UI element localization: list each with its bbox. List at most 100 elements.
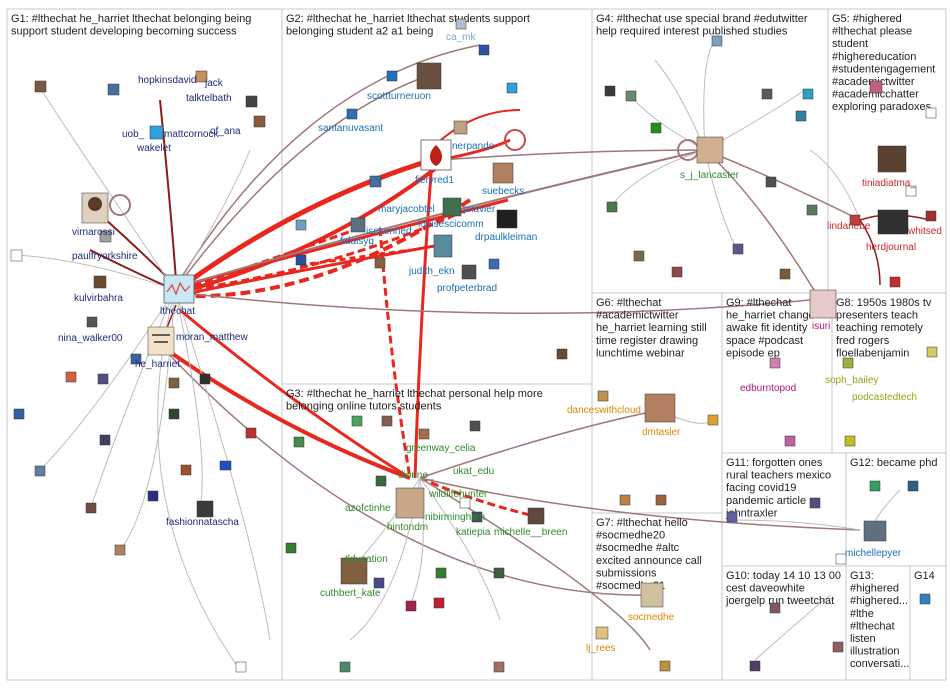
avatar-node[interactable] [784,435,796,447]
avatar-node[interactable] [488,258,500,270]
avatar-node[interactable] [806,204,818,216]
avatar-node[interactable] [919,593,931,605]
avatar-node[interactable] [351,415,363,427]
avatar-node[interactable] [65,371,77,383]
avatar-node[interactable] [606,201,618,213]
avatar-node[interactable] [373,577,385,589]
avatar-node[interactable] [625,90,637,102]
avatar-node[interactable] [99,434,111,446]
avatar-node[interactable] [749,660,761,672]
avatar-node[interactable] [168,377,180,389]
avatar-node[interactable] [707,414,719,426]
avatar-node[interactable] [386,70,398,82]
avatar-node[interactable] [726,511,738,523]
avatar-node[interactable] [295,254,307,266]
avatar-node[interactable] [711,35,723,47]
avatar-node[interactable] [493,661,505,673]
avatar-node[interactable] [926,346,938,358]
avatar-node[interactable] [459,497,471,509]
avatar-node[interactable] [340,557,368,585]
avatar-node[interactable] [809,497,821,509]
avatar-node[interactable] [147,490,159,502]
avatar-node[interactable] [493,567,505,579]
avatar-node[interactable] [180,464,192,476]
avatar-node[interactable] [835,553,847,565]
avatar-node[interactable] [761,88,773,100]
avatar-node[interactable] [199,373,211,385]
avatar-node[interactable] [433,234,453,258]
avatar-node[interactable] [595,626,609,640]
avatar-node[interactable] [235,661,247,673]
avatar-node[interactable] [416,62,442,90]
avatar-node[interactable] [832,641,844,653]
avatar-node[interactable] [99,230,112,243]
avatar-node[interactable] [925,107,937,119]
avatar-node[interactable] [97,373,109,385]
avatar-node[interactable] [769,602,781,614]
avatar-node[interactable] [295,219,307,231]
avatar-node[interactable] [350,217,366,233]
avatar-node[interactable] [478,44,490,56]
avatar-node[interactable] [13,408,25,420]
avatar-node[interactable] [671,266,683,278]
avatar-node[interactable] [10,249,23,262]
avatar-node[interactable] [779,268,791,280]
avatar-node[interactable] [644,393,676,423]
avatar-node[interactable] [93,275,107,289]
avatar-node[interactable] [293,436,305,448]
avatar-node[interactable] [869,480,881,492]
avatar-node[interactable] [34,80,47,93]
avatar-node[interactable] [130,353,142,365]
avatar-node[interactable] [905,185,917,197]
avatar-node[interactable] [471,511,483,523]
avatar-node[interactable] [650,122,662,134]
avatar-node[interactable] [374,257,386,269]
avatar-node[interactable] [765,176,777,188]
avatar-node[interactable] [219,460,232,471]
avatar-node[interactable] [455,18,467,30]
avatar-node[interactable] [633,250,645,262]
avatar-node[interactable] [696,136,724,164]
avatar-node[interactable] [107,83,120,96]
avatar-node[interactable] [245,427,257,439]
avatar-node[interactable] [253,115,266,128]
avatar-node[interactable] [842,357,854,369]
avatar-node[interactable] [418,428,430,440]
avatar-node[interactable] [492,162,514,184]
avatar-node[interactable] [375,475,387,487]
avatar-node[interactable] [346,108,358,120]
avatar-node[interactable] [195,70,208,83]
avatar-node[interactable] [619,494,631,506]
avatar-node[interactable] [433,597,445,609]
avatar-node[interactable] [86,316,98,328]
avatar-node[interactable] [659,660,671,672]
avatar-node[interactable] [802,88,814,100]
avatar-node[interactable] [496,209,518,229]
avatar-node[interactable] [369,175,382,188]
avatar-node[interactable] [149,125,164,140]
avatar-node[interactable] [877,145,907,173]
avatar-node[interactable] [168,408,180,420]
avatar-node[interactable] [114,544,126,556]
avatar-node[interactable] [381,415,393,427]
avatar-node[interactable] [604,85,616,97]
avatar-node[interactable] [655,494,667,506]
avatar-node[interactable] [849,214,861,226]
avatar-node[interactable] [809,289,837,319]
avatar-node[interactable] [453,120,468,135]
avatar-node[interactable] [34,465,46,477]
avatar-node[interactable] [245,95,258,108]
avatar-node[interactable] [395,487,425,519]
avatar-node[interactable] [640,582,664,608]
avatar-node[interactable] [85,502,97,514]
avatar-node[interactable] [442,197,462,217]
avatar-node[interactable] [869,80,883,94]
avatar-node[interactable] [925,210,937,222]
avatar-node[interactable] [732,243,744,255]
avatar-node[interactable] [844,435,856,447]
avatar-node[interactable] [597,390,609,402]
avatar-node[interactable] [405,600,417,612]
avatar-node[interactable] [196,500,214,518]
avatar-node[interactable] [147,326,175,356]
avatar-node[interactable] [907,480,919,492]
